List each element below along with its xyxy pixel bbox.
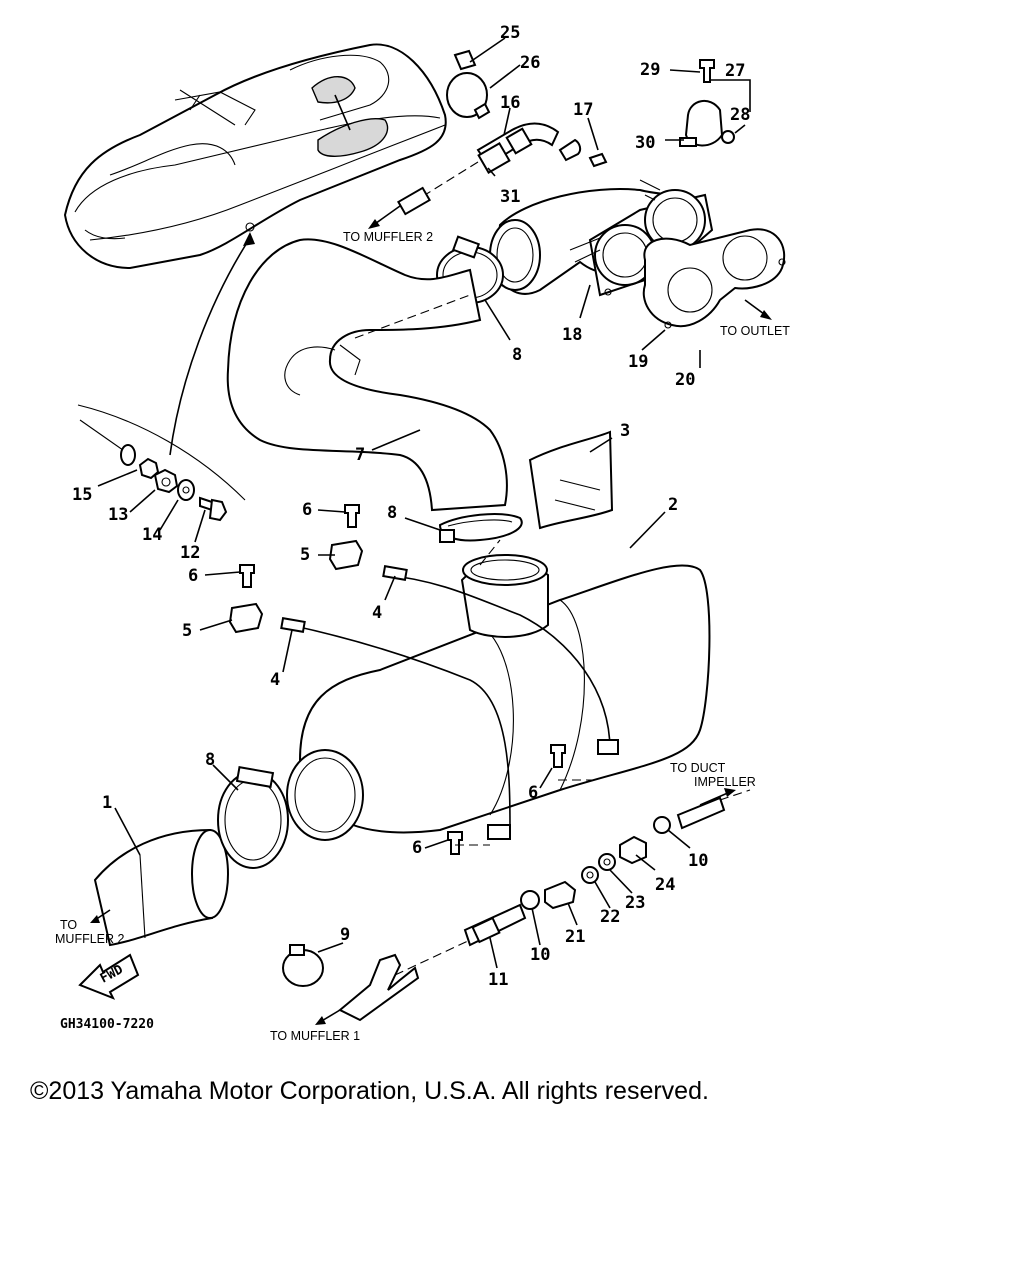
callout-23: 23 bbox=[625, 893, 645, 913]
callout-5b: 5 bbox=[182, 621, 192, 641]
callout-6a: 6 bbox=[302, 500, 312, 520]
callout-17: 17 bbox=[573, 100, 593, 120]
watercraft-overview bbox=[63, 43, 447, 270]
note-to-outlet: TO OUTLET bbox=[720, 324, 790, 338]
callout-21: 21 bbox=[565, 927, 585, 947]
left-pipe-fittings bbox=[77, 404, 246, 522]
muffler-bands bbox=[228, 539, 619, 840]
copyright-notice: ©2013 Yamaha Motor Corporation, U.S.A. A… bbox=[30, 1077, 709, 1105]
callout-19: 19 bbox=[628, 352, 648, 372]
callout-16: 16 bbox=[500, 93, 520, 113]
note-to-muffler2-top: TO MUFFLER 2 bbox=[343, 230, 433, 244]
callout-2: 2 bbox=[668, 495, 678, 515]
clamp-8-mid bbox=[438, 513, 523, 543]
callout-20: 20 bbox=[675, 370, 695, 390]
callout-6b: 6 bbox=[188, 566, 198, 586]
callout-8b: 8 bbox=[387, 503, 397, 523]
callout-26: 26 bbox=[520, 53, 540, 73]
callout-6c: 6 bbox=[528, 783, 538, 803]
callout-8a: 8 bbox=[512, 345, 522, 365]
hose-assembly-top bbox=[368, 122, 582, 229]
note-to-duct-2: IMPELLER bbox=[694, 775, 756, 789]
callout-22: 22 bbox=[600, 907, 620, 927]
muffler-main bbox=[286, 539, 711, 841]
callout-24: 24 bbox=[655, 875, 675, 895]
note-to-muffler2-left-2: MUFFLER 2 bbox=[55, 932, 125, 946]
callout-25: 25 bbox=[500, 23, 520, 43]
callout-18: 18 bbox=[562, 325, 582, 345]
top-small-parts bbox=[446, 49, 735, 168]
callout-31: 31 bbox=[500, 187, 520, 207]
fwd-arrow: FWD bbox=[78, 953, 140, 1000]
callout-14: 14 bbox=[142, 525, 162, 545]
exhaust-manifold bbox=[489, 179, 786, 329]
pipe-1 bbox=[90, 765, 289, 947]
note-to-duct-1: TO DUCT bbox=[670, 761, 726, 775]
callout-9: 9 bbox=[340, 925, 350, 945]
callout-1: 1 bbox=[102, 793, 112, 813]
callout-8c: 8 bbox=[205, 750, 215, 770]
bolts-6 bbox=[239, 504, 600, 855]
callout-numbers: 1 2 3 4 4 5 5 6 6 6 6 7 8 8 8 9 10 10 11… bbox=[72, 23, 750, 990]
callout-4b: 4 bbox=[270, 670, 280, 690]
callout-11: 11 bbox=[488, 970, 508, 990]
callout-10a: 10 bbox=[530, 945, 550, 965]
diagram-code: GH34100-7220 bbox=[60, 1017, 154, 1032]
note-to-muffler1: TO MUFFLER 1 bbox=[270, 1029, 360, 1043]
callout-3: 3 bbox=[620, 421, 630, 441]
callout-5a: 5 bbox=[300, 545, 310, 565]
callout-10b: 10 bbox=[688, 851, 708, 871]
exhaust-pipe-7 bbox=[226, 238, 508, 512]
note-to-muffler2-left-1: TO bbox=[60, 918, 77, 932]
callout-30: 30 bbox=[635, 133, 655, 153]
callout-6d: 6 bbox=[412, 838, 422, 858]
callout-15: 15 bbox=[72, 485, 92, 505]
callout-29: 29 bbox=[640, 60, 660, 80]
callout-12: 12 bbox=[180, 543, 200, 563]
exhaust-parts-diagram: FWD bbox=[55, 23, 790, 1043]
callout-4a: 4 bbox=[372, 603, 382, 623]
callout-28: 28 bbox=[730, 105, 750, 125]
callout-13: 13 bbox=[108, 505, 128, 525]
leader-lines bbox=[97, 37, 751, 969]
direction-notes: TO MUFFLER 2 TO OUTLET TO DUCT IMPELLER … bbox=[55, 230, 790, 1043]
sheet-3 bbox=[528, 430, 614, 530]
callout-27: 27 bbox=[725, 61, 745, 81]
callout-7: 7 bbox=[355, 445, 365, 465]
lower-hose-assembly bbox=[282, 788, 751, 1025]
